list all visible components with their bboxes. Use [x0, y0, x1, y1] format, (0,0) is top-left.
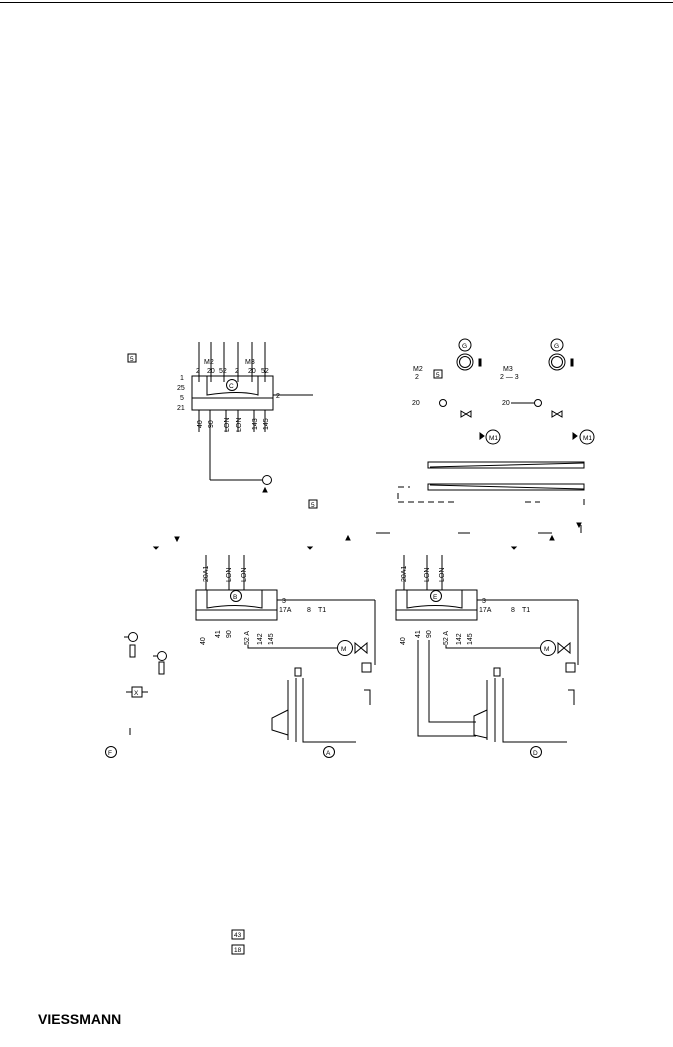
unit-b-right-pin: 3 [282, 598, 286, 605]
unit-c-pin: 52 [219, 368, 227, 375]
small-box-4-label: X [134, 690, 139, 697]
unit-b-sensor [361, 662, 372, 673]
unit-c-pin: 52 [261, 368, 269, 375]
unit-e-box [395, 589, 478, 621]
viessmann-logo: VIESSMANN [38, 1002, 128, 1032]
small-box-3-label: 5 [436, 372, 440, 379]
right-m2-pin: 2 [415, 374, 419, 381]
unit-c-bottom-pin: LON [224, 418, 231, 432]
right-m2-label: M2 [413, 366, 423, 373]
unit-c-group-m3: M3 [245, 359, 255, 366]
callout-e: E [433, 594, 438, 601]
callout-g-2: G [554, 343, 559, 350]
right-m3-label: M3 [503, 366, 513, 373]
callout-g-1: G [462, 343, 467, 350]
pipe-lower [427, 483, 585, 491]
unit-e-right-pin: 3 [482, 598, 486, 605]
unit-e: 20A1 LON LON E 3 17A 8 T1 40 41 90 52 A … [395, 555, 579, 758]
unit-c-left-pin: 5 [180, 395, 184, 402]
unit-e-right-pin: 8 [511, 607, 515, 614]
right-motor-1: M1 [489, 435, 498, 442]
unit-b-bottom-pin: 90 [226, 630, 233, 638]
unit-c: 5 M2 M3 2 20 52 2 20 52 C 1 25 5 21 2 [127, 342, 318, 509]
unit-e-bottom-pin: 90 [426, 630, 433, 638]
unit-c-pin: 2 [196, 368, 200, 375]
unit-c-pin: 20 [248, 368, 256, 375]
callout-c: C [229, 383, 234, 390]
unit-e-bottom-pin: 52 A [443, 631, 450, 645]
callout-f-circle [105, 746, 117, 758]
unit-c-left-pin: 1 [180, 375, 184, 382]
small-box-5 [231, 929, 245, 940]
small-box-1 [127, 353, 137, 363]
unit-b-top-pin: 20A1 [203, 566, 210, 582]
unit-b-bottom-pin: 142 [257, 633, 264, 645]
unit-c-group-m2: M2 [204, 359, 214, 366]
unit-c-bottom-pin: 40 [197, 420, 204, 428]
brand-name: VIESSMANN [38, 1011, 121, 1027]
callout-a-circle [323, 746, 335, 758]
unit-b-bottom-pin: 52 A [244, 631, 251, 645]
small-box-3 [433, 369, 443, 379]
unit-b: 20A1 LON LON B 3 17A 8 T1 40 41 90 52 A … [105, 555, 376, 758]
callout-d: D [533, 750, 538, 757]
unit-c-right-pin: 2 [276, 393, 280, 400]
unit-b-bottom-pin: 40 [200, 637, 207, 645]
unit-b-motor: M [341, 646, 346, 653]
unit-c-pin: 2 [235, 368, 239, 375]
top-rule [0, 2, 673, 3]
unit-e-right-pin: T1 [522, 607, 530, 614]
pipe-upper [427, 461, 585, 469]
sensor-c [262, 475, 272, 485]
unit-b-box [195, 589, 278, 621]
callout-c-circle [226, 379, 238, 391]
legend-boxes: 43 18 [231, 929, 245, 955]
right-top: M2 2 5 G M3 2 — 3 G 20 20 M1 M1 [152, 338, 595, 550]
callout-g-1-circle [458, 338, 472, 352]
unit-e-motor: M [544, 646, 549, 653]
small-box-2 [308, 499, 318, 509]
unit-c-bottom-pin: LON [236, 418, 243, 432]
small-box-2-label: 5 [311, 502, 315, 509]
unit-e-bottom-pin: 142 [456, 633, 463, 645]
small-box-6 [231, 944, 245, 955]
unit-e-bottom-pin: 41 [415, 630, 422, 638]
unit-b-right-pin: 8 [307, 607, 311, 614]
unit-c-left-pin: 25 [177, 385, 185, 392]
right-motor-2: M1 [583, 435, 592, 442]
right-m3-pins: 2 — 3 [500, 374, 519, 381]
unit-b-right-pin: 17A [279, 607, 292, 614]
callout-e-circle [430, 590, 442, 602]
unit-e-top-pin: LON [424, 568, 431, 582]
small-box-5-label: 43 [234, 932, 242, 939]
unit-e-bottom-pin: 40 [400, 637, 407, 645]
callout-d-circle [530, 746, 542, 758]
unit-e-sensor [565, 662, 576, 673]
unit-b-top-pin: LON [241, 568, 248, 582]
callout-f: F [108, 750, 112, 757]
unit-c-box [191, 375, 274, 411]
unit-c-pin: 20 [207, 368, 215, 375]
unit-b-right-pin: T1 [318, 607, 326, 614]
unit-e-right-pin: 17A [479, 607, 492, 614]
unit-c-bottom-pin: 145 [263, 418, 270, 430]
callout-a: A [326, 750, 331, 757]
callout-b: B [233, 594, 237, 601]
right-pin-20-right: 20 [502, 400, 510, 407]
unit-e-top-pin: LON [439, 568, 446, 582]
unit-b-bottom-pin: 41 [215, 630, 222, 638]
small-box-1-label: 5 [130, 356, 134, 363]
unit-b-bottom-pin: 145 [268, 633, 275, 645]
callout-g-2-circle [550, 338, 564, 352]
unit-b-top-pin: LON [226, 568, 233, 582]
unit-e-bottom-pin: 145 [467, 633, 474, 645]
callout-b-circle [230, 590, 242, 602]
unit-c-left-pin: 21 [177, 405, 185, 412]
unit-e-top-pin: 20A1 [401, 566, 408, 582]
unit-c-bottom-pin: 143 [252, 418, 259, 430]
unit-c-bottom-pin: 90 [208, 420, 215, 428]
small-box-6-label: 18 [234, 947, 242, 954]
right-pin-20-left: 20 [412, 400, 420, 407]
